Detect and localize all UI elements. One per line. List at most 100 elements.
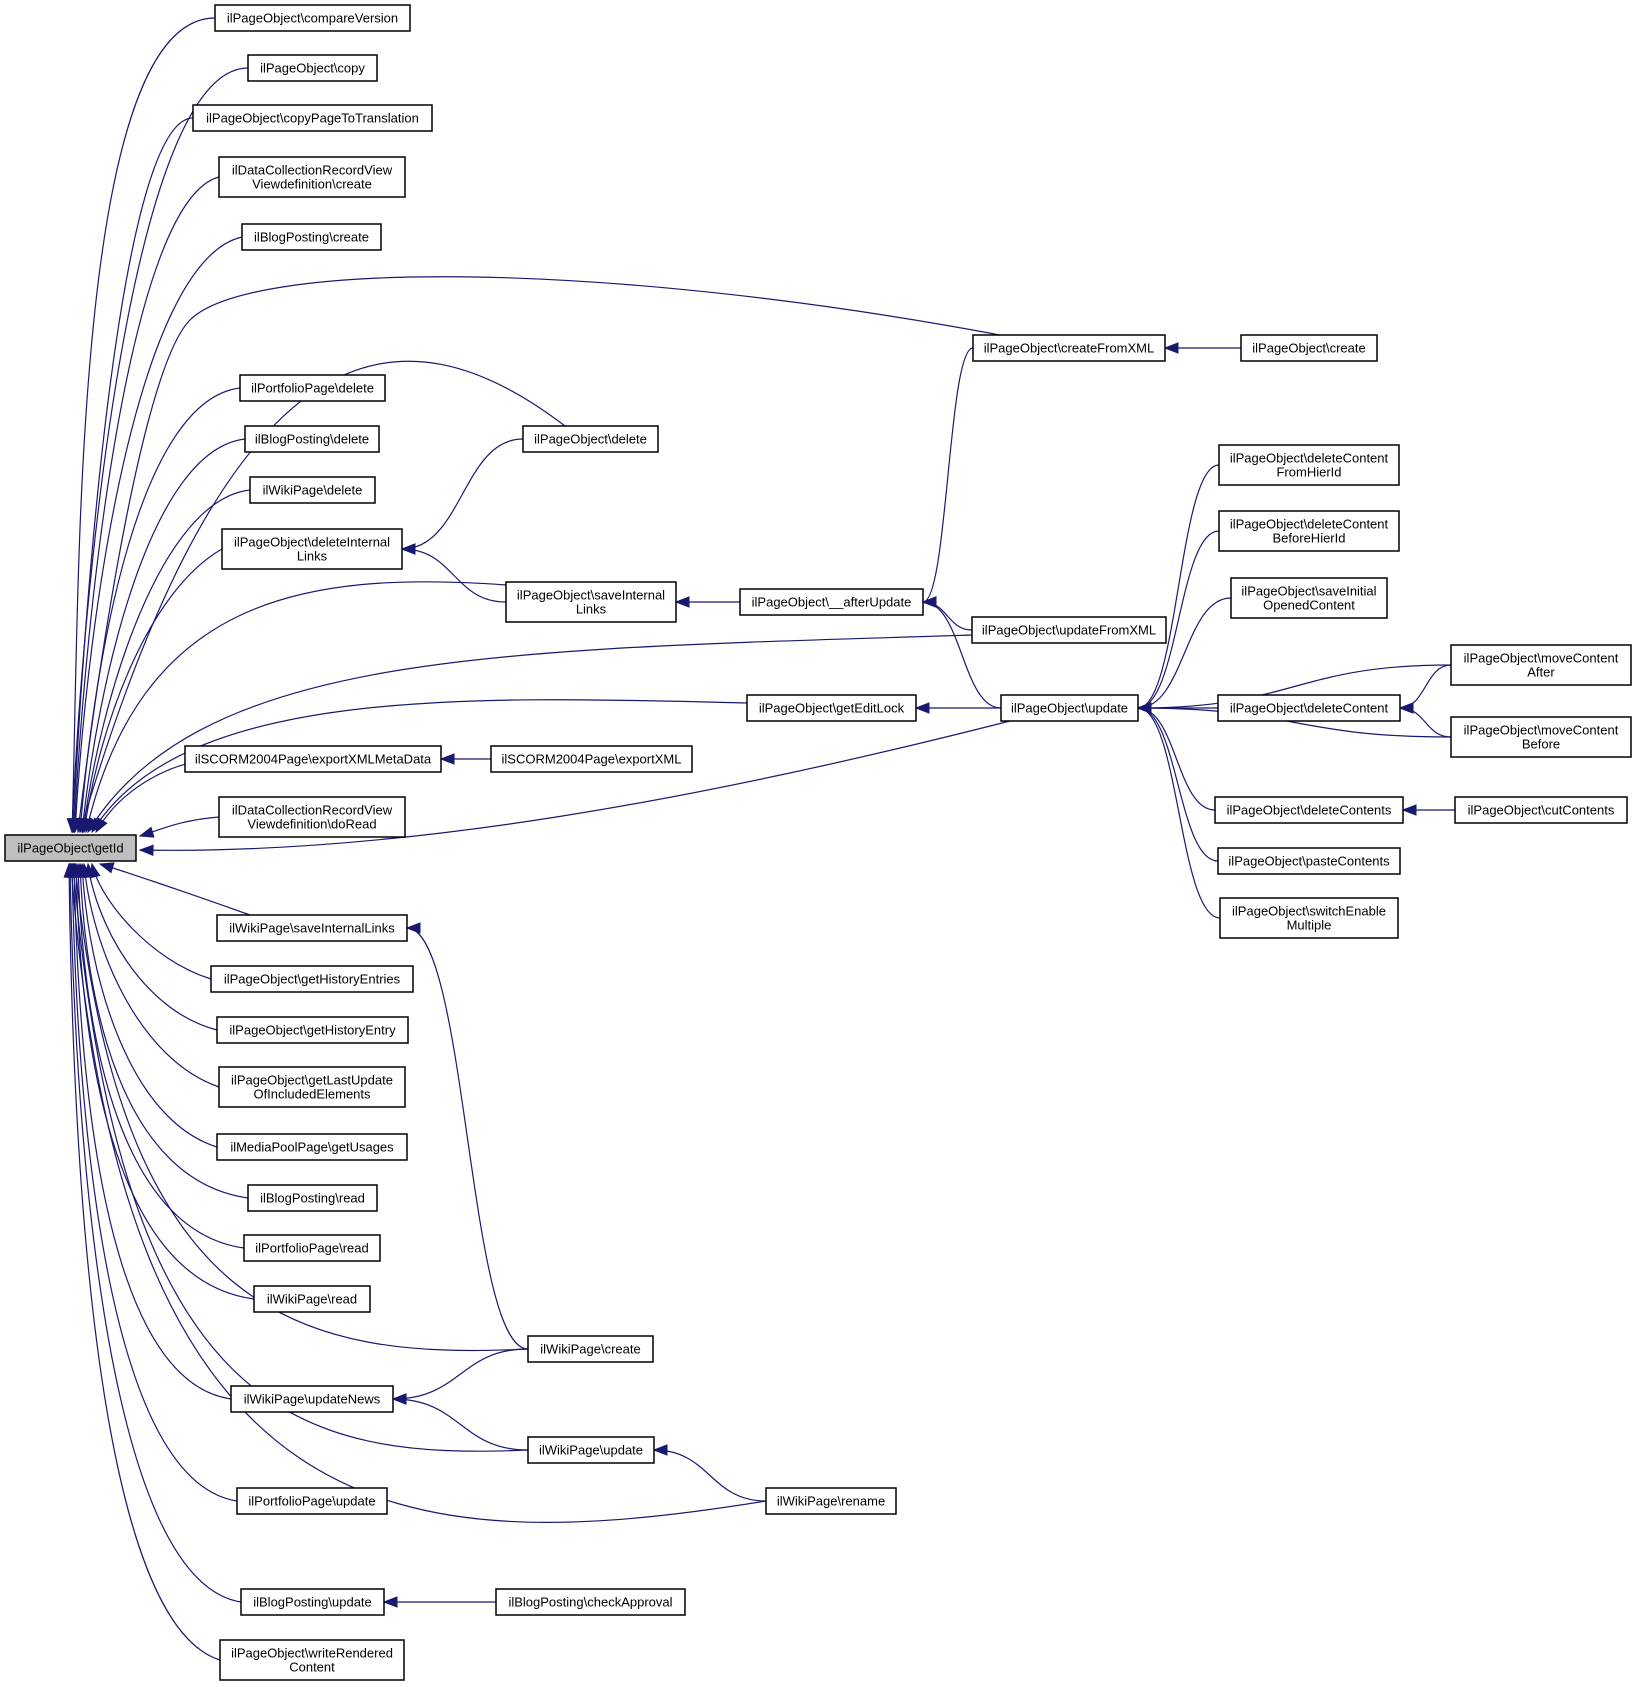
node-box[interactable] [253, 1285, 371, 1313]
node-box[interactable] [216, 1016, 409, 1044]
node-wikiDelete[interactable]: ilWikiPage\delete [249, 476, 376, 504]
node-box[interactable] [218, 156, 406, 198]
node-box[interactable] [1218, 444, 1400, 486]
node-copy[interactable]: ilPageObject\copy [247, 54, 378, 82]
node-blogUpdate[interactable]: ilBlogPosting\update [240, 1588, 385, 1616]
node-poDelete[interactable]: ilPageObject\delete [522, 425, 659, 453]
node-box[interactable] [490, 745, 693, 773]
node-box[interactable] [219, 1639, 405, 1681]
node-box[interactable] [1217, 847, 1401, 875]
node-box[interactable] [495, 1588, 686, 1616]
node-box[interactable] [972, 334, 1166, 362]
node-saveInternalLinks[interactable]: ilPageObject\saveInternalLinks [505, 581, 677, 623]
node-label: Before [1522, 737, 1560, 752]
node-box[interactable] [739, 588, 924, 616]
node-box[interactable] [1000, 694, 1139, 722]
node-box[interactable] [210, 965, 414, 993]
node-getEditLock[interactable]: ilPageObject\getEditLock [746, 694, 917, 722]
node-wikiUpdate[interactable]: ilWikiPage\update [527, 1436, 655, 1464]
node-dcrvDoRead[interactable]: ilDataCollectionRecordViewViewdefinition… [218, 796, 406, 838]
node-exportXML[interactable]: ilSCORM2004Page\exportXML [490, 745, 693, 773]
node-box[interactable] [1450, 716, 1632, 758]
root-node-box[interactable] [4, 834, 137, 862]
node-box[interactable] [247, 54, 378, 82]
node-box[interactable] [241, 223, 382, 251]
node-poUpdate[interactable]: ilPageObject\update [1000, 694, 1139, 722]
node-updateFromXML[interactable]: ilPageObject\updateFromXML [971, 616, 1167, 644]
node-checkApproval[interactable]: ilBlogPosting\checkApproval [495, 1588, 686, 1616]
node-getHistoryEntries[interactable]: ilPageObject\getHistoryEntries [210, 965, 414, 993]
node-box[interactable] [218, 796, 406, 838]
node-box[interactable] [247, 1184, 378, 1212]
node-box[interactable] [243, 1234, 381, 1262]
node-wikiRename[interactable]: ilWikiPage\rename [765, 1487, 897, 1515]
node-box[interactable] [1230, 577, 1388, 619]
node-blogDelete[interactable]: ilBlogPosting\delete [244, 425, 380, 453]
node-wikiRead[interactable]: ilWikiPage\read [253, 1285, 371, 1313]
node-box[interactable] [527, 1436, 655, 1464]
node-compareVersion[interactable]: ilPageObject\compareVersion [214, 4, 411, 32]
node-box[interactable] [216, 1133, 408, 1161]
node-poCreate[interactable]: ilPageObject\create [1240, 334, 1378, 362]
node-deleteContent[interactable]: ilPageObject\deleteContent [1217, 694, 1401, 722]
edge-wikiCreate-to-wikiUpdateNews [392, 1348, 529, 1400]
node-createFromXML[interactable]: ilPageObject\createFromXML [972, 334, 1166, 362]
node-box[interactable] [236, 1487, 388, 1515]
node-box[interactable] [527, 1335, 654, 1363]
node-box[interactable] [239, 374, 386, 402]
node-copyPageToTranslation[interactable]: ilPageObject\copyPageToTranslation [192, 104, 433, 132]
node-box[interactable] [214, 4, 411, 32]
node-deleteContents[interactable]: ilPageObject\deleteContents [1214, 796, 1404, 824]
node-label: ilPageObject\getId [17, 841, 123, 856]
node-box[interactable] [1454, 796, 1628, 824]
node-blogCreate[interactable]: ilBlogPosting\create [241, 223, 382, 251]
node-box[interactable] [184, 745, 442, 773]
node-box[interactable] [746, 694, 917, 722]
edge-getHistoryEntries-to-getId [91, 863, 212, 980]
node-label: ilPortfolioPage\read [255, 1241, 368, 1256]
node-box[interactable] [249, 476, 376, 504]
node-box[interactable] [971, 616, 1167, 644]
node-box[interactable] [244, 425, 380, 453]
node-box[interactable] [522, 425, 659, 453]
node-exportXMLMetaData[interactable]: ilSCORM2004Page\exportXMLMetaData [184, 745, 442, 773]
node-box[interactable] [765, 1487, 897, 1515]
node-box[interactable] [218, 1066, 406, 1108]
node-portfolioUpdate[interactable]: ilPortfolioPage\update [236, 1487, 388, 1515]
node-getId[interactable]: ilPageObject\getId [4, 834, 137, 862]
node-wikiCreate[interactable]: ilWikiPage\create [527, 1335, 654, 1363]
node-box[interactable] [1219, 897, 1399, 939]
node-box[interactable] [1218, 510, 1400, 552]
node-dcrvCreate[interactable]: ilDataCollectionRecordViewViewdefinition… [218, 156, 406, 198]
edge-deleteContents-to-poUpdate [1137, 707, 1216, 811]
node-blogRead[interactable]: ilBlogPosting\read [247, 1184, 378, 1212]
node-box[interactable] [505, 581, 677, 623]
node-getLastUpdate[interactable]: ilPageObject\getLastUpdateOfIncludedElem… [218, 1066, 406, 1108]
node-cutContents[interactable]: ilPageObject\cutContents [1454, 796, 1628, 824]
node-getHistoryEntry[interactable]: ilPageObject\getHistoryEntry [216, 1016, 409, 1044]
node-portfolioDelete[interactable]: ilPortfolioPage\delete [239, 374, 386, 402]
node-box[interactable] [1217, 694, 1401, 722]
node-box[interactable] [216, 914, 408, 942]
node-pasteContents[interactable]: ilPageObject\pasteContents [1217, 847, 1401, 875]
node-box[interactable] [240, 1588, 385, 1616]
node-box[interactable] [1214, 796, 1404, 824]
node-mediaGetUsages[interactable]: ilMediaPoolPage\getUsages [216, 1133, 408, 1161]
node-afterUpdate[interactable]: ilPageObject\__afterUpdate [739, 588, 924, 616]
node-box[interactable] [230, 1385, 394, 1413]
node-wikiUpdateNews[interactable]: ilWikiPage\updateNews [230, 1385, 394, 1413]
node-box[interactable] [221, 528, 403, 570]
node-box[interactable] [1450, 644, 1632, 686]
node-wikiSaveInternalLinks[interactable]: ilWikiPage\saveInternalLinks [216, 914, 408, 942]
node-portfolioRead[interactable]: ilPortfolioPage\read [243, 1234, 381, 1262]
node-box[interactable] [1240, 334, 1378, 362]
node-box[interactable] [192, 104, 433, 132]
